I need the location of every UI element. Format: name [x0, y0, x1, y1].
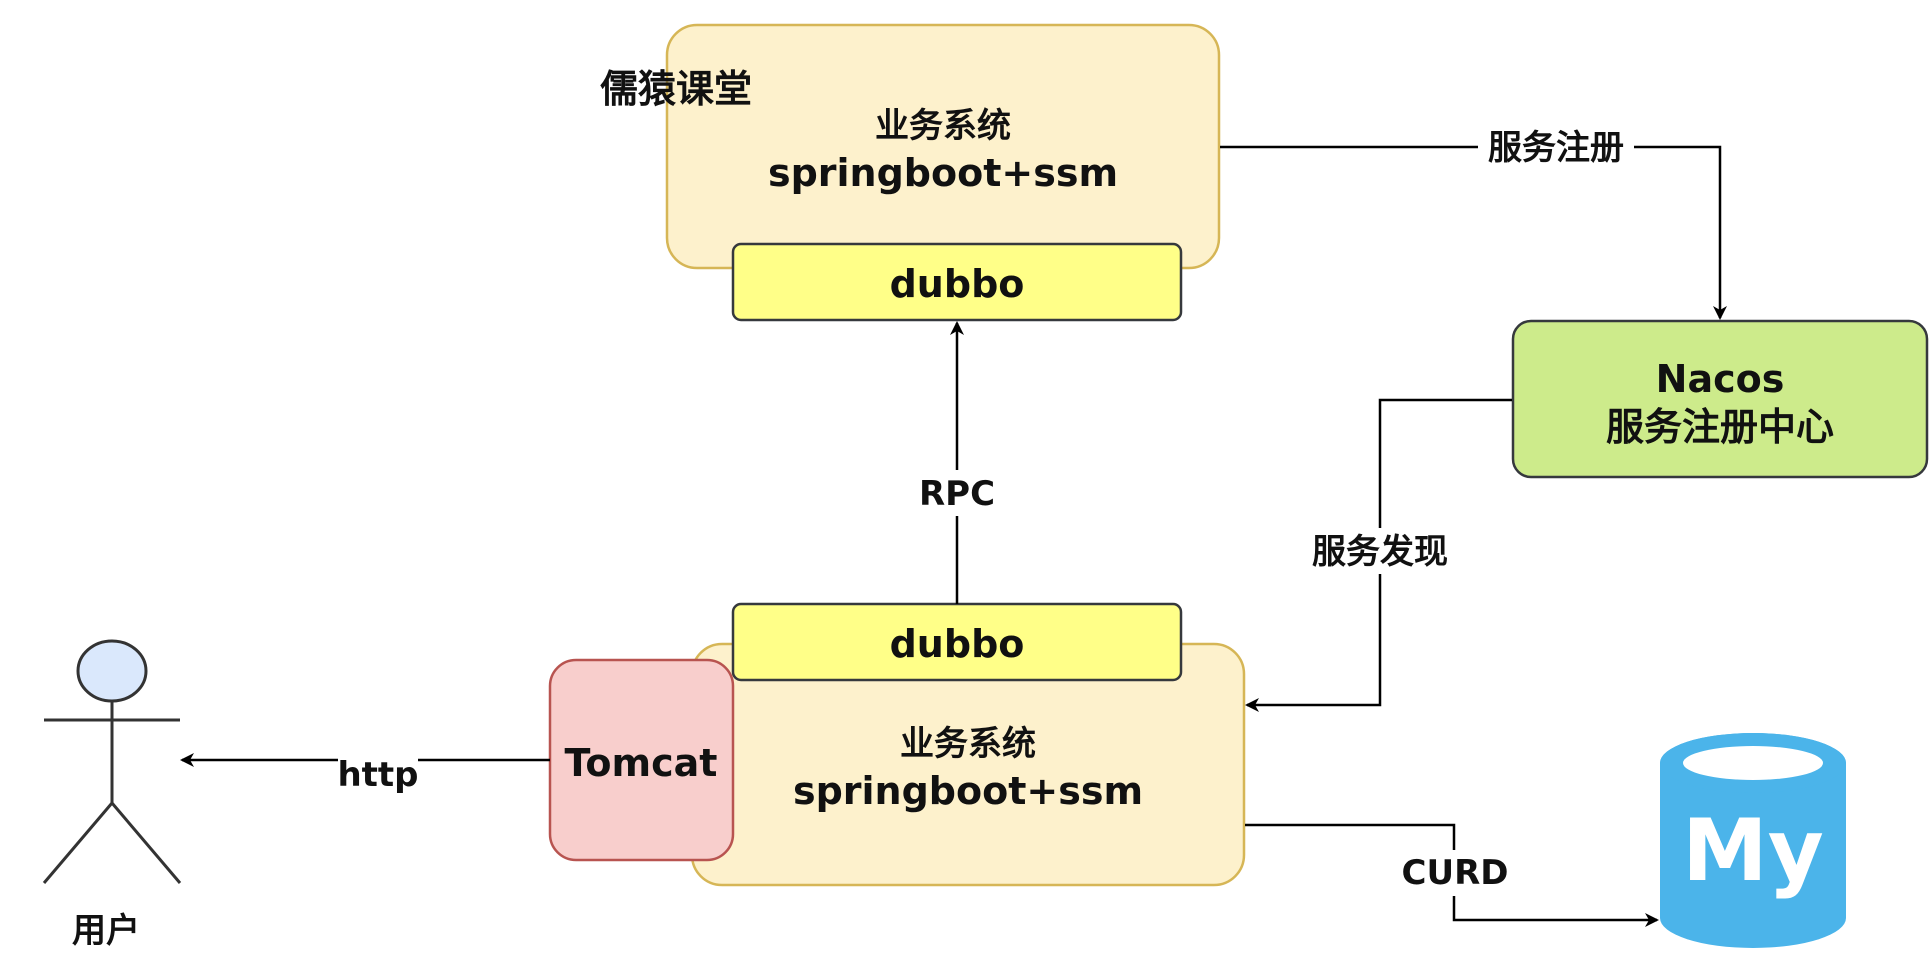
top-dubbo-label: dubbo: [890, 262, 1025, 306]
top-service-box: [665, 23, 1221, 270]
bottom-dubbo-label: dubbo: [890, 622, 1025, 666]
user-label: 用户: [72, 911, 140, 951]
tomcat-label: Tomcat: [565, 741, 718, 785]
bottom-service-title: 业务系统: [900, 724, 1036, 764]
top-service-title: 业务系统: [875, 106, 1011, 146]
mysql-logo-text: My: [1682, 801, 1824, 901]
user-actor: [42, 639, 182, 884]
bottom-service-subtitle: springboot+ssm: [793, 769, 1143, 813]
register-edge: [1220, 145, 1727, 320]
nacos-title: Nacos: [1656, 357, 1785, 401]
top-dubbo-box: [731, 242, 1183, 322]
nacos-subtitle: 服务注册中心: [1606, 405, 1834, 449]
register-edge-label: 服务注册: [1488, 128, 1624, 168]
top-service-subtitle: springboot+ssm: [768, 151, 1118, 195]
curd-edge-label: CURD: [1402, 853, 1509, 893]
mysql-database-icon: My: [1660, 733, 1846, 948]
discover-edge-label: 服务发现: [1312, 532, 1448, 572]
nacos-box: [1511, 319, 1929, 479]
watermark-label: 儒猿课堂: [600, 67, 752, 111]
rpc-edge-label: RPC: [919, 474, 995, 514]
user-head: [76, 639, 148, 703]
http-edge-label: http: [337, 755, 418, 795]
